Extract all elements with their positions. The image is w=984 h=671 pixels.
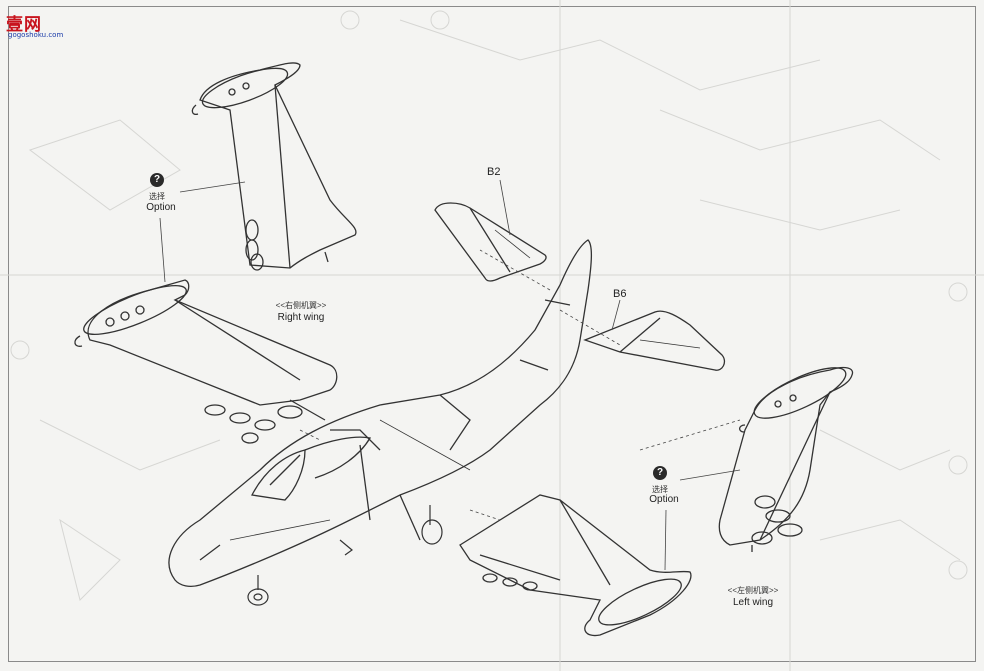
site-watermark-logo: 壹网 gogoshoku.com (4, 8, 74, 39)
right-wing-caption: Right wing (277, 312, 325, 323)
option-label-cn-left: 选择 (652, 485, 668, 494)
option-label-left: Option (649, 494, 679, 505)
main-landing-gear (339, 505, 443, 556)
logo-subtitle: gogoshoku.com (8, 31, 64, 39)
leader-lines (159, 179, 741, 571)
left-wing-caption-cn: <<左侧机翼>> (727, 586, 779, 595)
info-marker-right (150, 173, 164, 187)
attached-right-wing-outline (289, 399, 326, 421)
left-wing-caption: Left wing (732, 597, 774, 608)
aircraft-fuselage (168, 239, 593, 587)
option-label-cn-right: 选择 (149, 192, 165, 201)
info-marker-left (653, 466, 667, 480)
b2-horizontal-stabilizer (434, 202, 547, 282)
left-wing-part (718, 366, 854, 552)
part-number-b6: B6 (613, 288, 627, 300)
part-number-b2: B2 (487, 166, 501, 178)
right-wing-caption-cn: <<右侧机翼>> (275, 301, 327, 310)
right-wing-part (74, 279, 338, 444)
nose-landing-gear (247, 575, 269, 606)
b6-horizontal-stabilizer (583, 310, 726, 371)
info-glyph-right: ? (153, 174, 161, 185)
logo-text: 壹网 (6, 15, 42, 35)
option-label-right: Option (146, 202, 176, 213)
attached-left-wing (459, 494, 692, 637)
right-wing-top-part (191, 62, 357, 271)
page-frame (8, 6, 976, 662)
info-glyph-left: ? (656, 467, 664, 478)
